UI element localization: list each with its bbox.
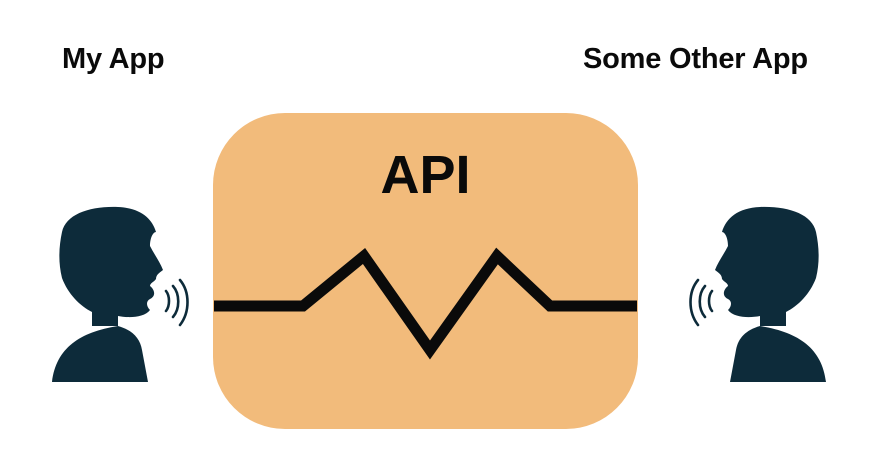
api-title: API (380, 145, 471, 205)
my-app-label: My App (62, 43, 165, 75)
speaking-person-left-icon (52, 206, 189, 382)
speaking-person-right-icon (689, 206, 826, 382)
api-box (213, 113, 638, 429)
zigzag-line-icon (214, 247, 637, 360)
some-other-app-label: Some Other App (583, 43, 808, 75)
